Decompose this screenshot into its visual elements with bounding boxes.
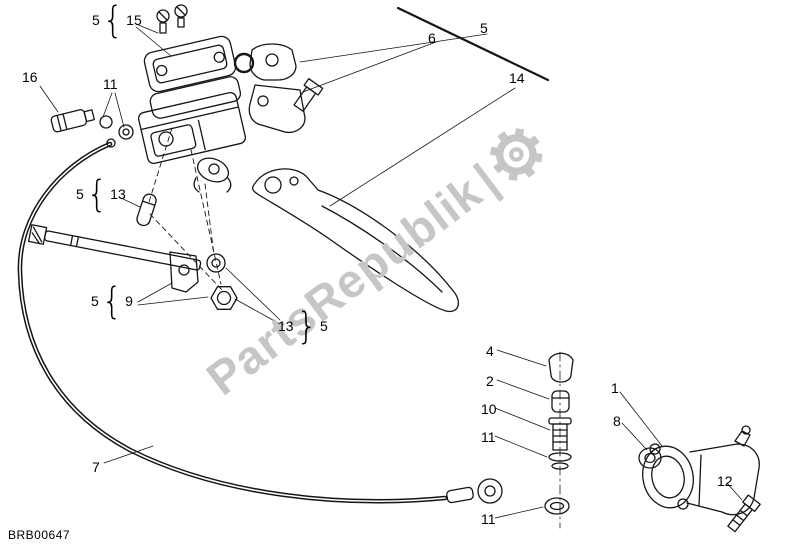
reservoir-cap: [143, 35, 237, 93]
callout-brace-9: {: [101, 279, 123, 323]
callout-4-label: 4: [486, 343, 494, 359]
washer-and-nut: [206, 253, 238, 310]
callout-11-mid: 11: [481, 430, 496, 444]
callout-group-13-5: 13 } 5: [278, 304, 328, 348]
callout-14: 14: [509, 71, 525, 85]
callout-5c: 5: [91, 293, 99, 310]
bleed-cap: [548, 352, 574, 383]
callout-14-label: 14: [509, 70, 525, 86]
callout-11-top: 11: [103, 77, 118, 91]
callout-6-label: 6: [428, 30, 436, 46]
callout-12: 12: [717, 474, 733, 488]
callout-5-top-label: 5: [480, 20, 488, 36]
callout-9: 9: [125, 293, 133, 310]
callout-11-mid-label: 11: [481, 429, 496, 445]
push-rod: [27, 224, 202, 271]
diagram-code: BRB00647: [8, 528, 71, 542]
callout-brace-15: {: [102, 0, 124, 42]
callout-12-label: 12: [717, 473, 733, 489]
clutch-lever: [251, 168, 460, 313]
callout-6: 6: [428, 31, 436, 45]
bottom-o-ring: [544, 497, 570, 515]
mounting-bracket: [169, 251, 199, 293]
banjo-washers: [99, 115, 134, 140]
banjo-bolt: [50, 109, 95, 133]
callout-brace-13: {: [86, 172, 108, 216]
frame-diagonal-line: [396, 6, 550, 82]
callout-11-bottom: 11: [481, 512, 496, 526]
callout-10: 10: [481, 402, 497, 416]
lever-pivot-boss: [193, 157, 232, 193]
seal-washers: [548, 452, 572, 470]
callout-8-label: 8: [613, 413, 621, 429]
callout-group-5-13: 5 { 13: [76, 172, 126, 216]
leader-lines: [39, 23, 743, 519]
bleed-fitting: [551, 390, 570, 413]
callout-2-label: 2: [486, 373, 494, 389]
callout-5a: 5: [92, 12, 100, 29]
hose-end-fitting: [446, 478, 503, 504]
callout-5-top: 5: [480, 21, 488, 35]
cap-screws: [156, 4, 188, 34]
callout-1: 1: [611, 381, 619, 395]
callout-brace-5: }: [296, 304, 317, 348]
sight-glass: [158, 131, 174, 147]
clamp-bolt: [293, 78, 324, 112]
callout-13a: 13: [110, 186, 126, 203]
callout-5d: 5: [319, 318, 328, 335]
callout-15: 15: [126, 12, 142, 29]
cap-gasket: [149, 76, 242, 119]
pivot-pin: [136, 193, 157, 227]
mounting-bolt: [727, 494, 761, 533]
callout-10-label: 10: [481, 401, 497, 417]
callout-11-bottom-label: 11: [481, 511, 496, 527]
callout-7: 7: [92, 460, 100, 474]
construction-lines: [148, 127, 223, 291]
callout-13b: 13: [278, 318, 294, 335]
callout-11-top-label: 11: [103, 76, 118, 92]
slave-cylinder: [642, 425, 760, 516]
clutch-hose: [17, 138, 448, 504]
callout-7-label: 7: [92, 459, 100, 475]
callout-4: 4: [486, 344, 494, 358]
o-ring: [233, 52, 255, 74]
handlebar-clamp: [248, 43, 306, 134]
callout-2: 2: [486, 374, 494, 388]
callout-1-label: 1: [611, 380, 619, 396]
threaded-stud: [548, 417, 572, 451]
callout-group-5-9: 5 { 9: [91, 279, 133, 323]
callout-5b: 5: [76, 186, 84, 203]
callout-16-label: 16: [22, 69, 38, 85]
callout-16: 16: [22, 70, 38, 84]
callout-group-5-15: 5 { 15: [92, 0, 142, 42]
callout-8: 8: [613, 414, 621, 428]
master-cylinder-body: [137, 91, 247, 165]
